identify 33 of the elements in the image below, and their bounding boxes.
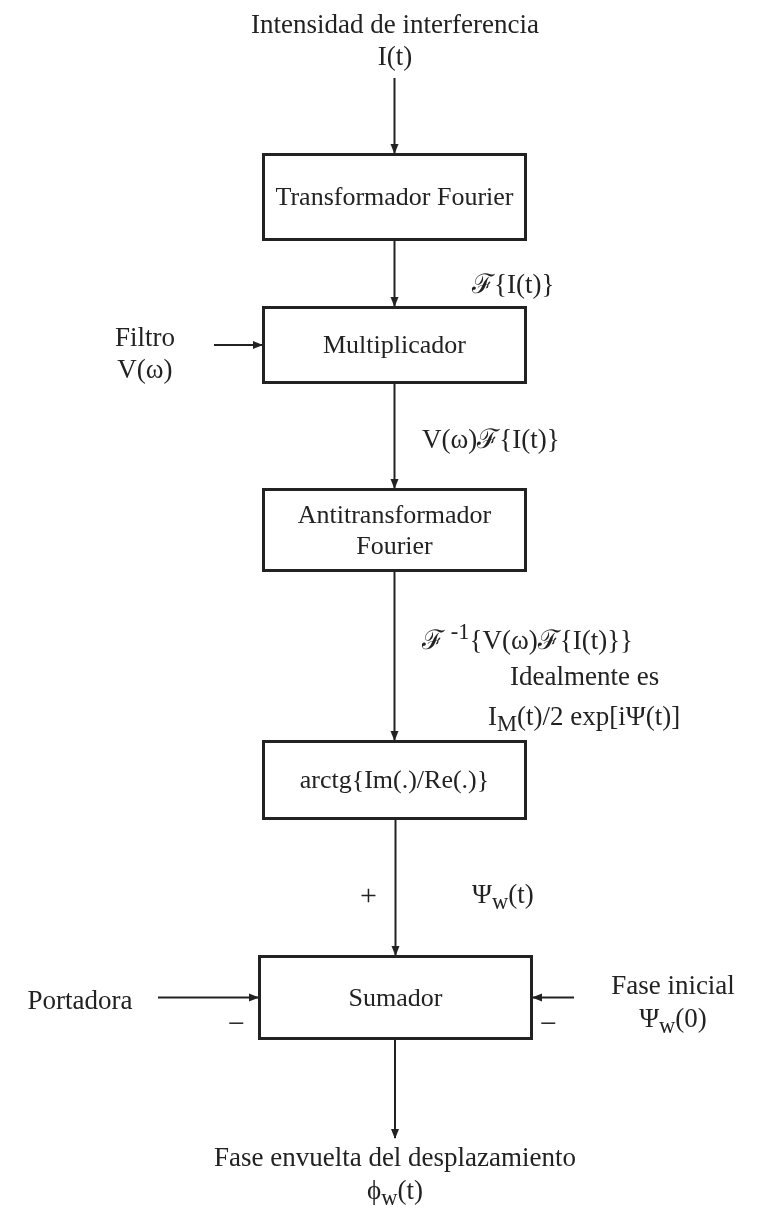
process-box xyxy=(262,740,527,820)
signal-label: Fase inicial xyxy=(611,969,735,1002)
process-box xyxy=(258,955,533,1040)
box-label: Transformador Fourier xyxy=(275,181,514,213)
sign-label: − xyxy=(540,1008,557,1038)
process-box xyxy=(262,306,527,384)
arrow xyxy=(391,1039,399,1139)
arrow xyxy=(390,383,399,489)
box-label: arctg{Im(.)/Re(.)} xyxy=(299,764,490,796)
sign-label: − xyxy=(228,1008,245,1038)
signal-label: ϕ$_{w}$(t) xyxy=(367,1173,423,1211)
arrow xyxy=(391,819,400,956)
arrow xyxy=(213,341,263,349)
signal-label: Filtro xyxy=(115,320,175,353)
signal-label: V(ω) xyxy=(117,353,173,386)
arrow xyxy=(532,993,575,1002)
signal-label: Portadora xyxy=(27,983,133,1017)
process-box xyxy=(262,153,527,241)
signal-label: I(t) xyxy=(377,40,413,73)
signal-label: Ψ$_{w}$(0) xyxy=(639,1001,707,1039)
note-text: Idealmente es xyxy=(510,660,660,693)
arrow xyxy=(390,77,399,154)
box-label: Sumador xyxy=(348,981,443,1014)
arrow xyxy=(390,240,399,307)
arrow xyxy=(157,993,259,1002)
note-text: I$_{M}$(t)/2 exp[iΨ(t)] xyxy=(488,700,681,738)
arrow xyxy=(390,571,399,741)
box-label: Antitransformador Fourier xyxy=(296,498,493,562)
box-label: Multiplicador xyxy=(323,329,466,361)
signal-label: Fase envuelta del desplazamiento xyxy=(213,1141,577,1174)
sign-label: + xyxy=(360,880,377,910)
process-box xyxy=(262,488,527,572)
signal-label: Intensidad de interferencia xyxy=(251,7,539,40)
